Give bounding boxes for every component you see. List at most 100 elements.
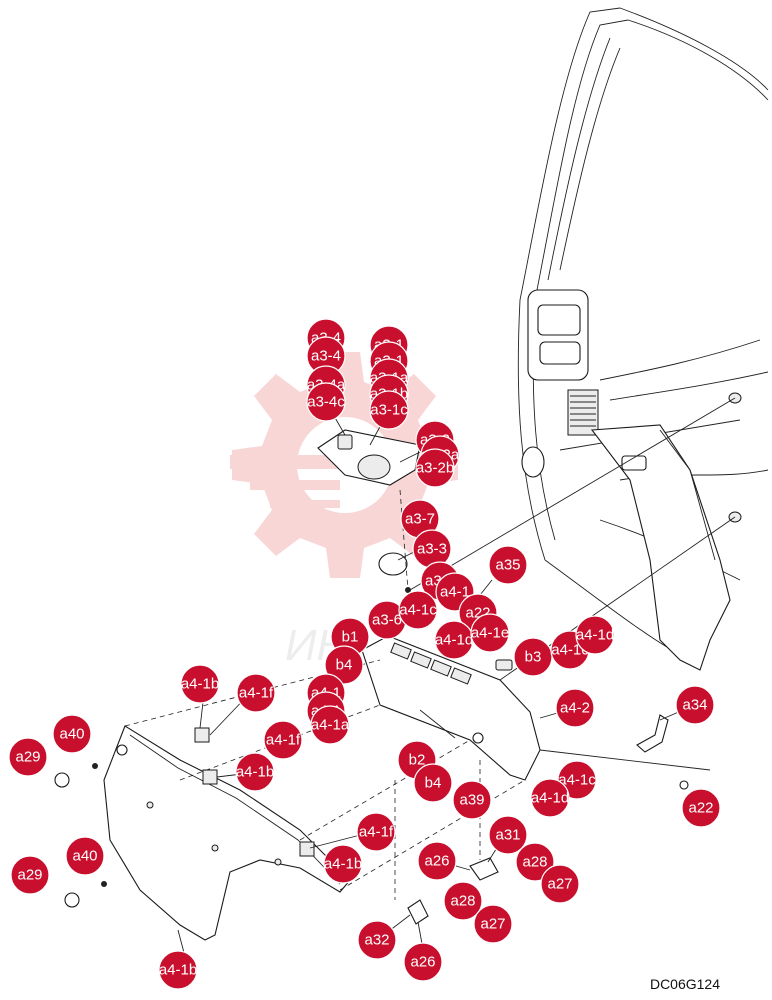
callout-marker [306, 382, 346, 422]
callout-marker [357, 920, 397, 960]
callout-a26[interactable]: a26 [403, 942, 443, 982]
callout-marker [530, 778, 570, 818]
callout-b4[interactable]: b4 [413, 763, 453, 803]
callout-a22[interactable]: a22 [681, 788, 721, 828]
callout-a4-1d[interactable]: a4-1d [530, 778, 570, 818]
callout-label: b3 [525, 649, 542, 666]
callout-marker [515, 842, 555, 882]
callout-a28[interactable]: a28 [443, 881, 483, 921]
callout-label: a4-1b [324, 856, 362, 873]
callout-marker [555, 688, 595, 728]
callout-label: a4-1f [239, 685, 274, 702]
callout-a3-6[interactable]: a3-6 [367, 600, 407, 640]
callout-label: a27 [547, 876, 572, 893]
callout-a4-1b[interactable]: a4-1b [323, 844, 363, 884]
callout-label: b4 [425, 775, 442, 792]
callout-a26[interactable]: a26 [417, 841, 457, 881]
callout-label: a29 [17, 867, 42, 884]
callout-marker [236, 673, 276, 713]
callout-a31[interactable]: a31 [488, 815, 528, 855]
callout-label: a28 [450, 893, 475, 910]
callout-label: a28 [522, 854, 547, 871]
callout-marker [263, 720, 303, 760]
callout-a4-1d[interactable]: a4-1d [575, 615, 615, 655]
callout-label: a4-2 [560, 700, 590, 717]
speaker-housing [527, 289, 589, 381]
callout-a3-1c[interactable]: a3-1c [369, 390, 409, 430]
callout-a40[interactable]: a40 [52, 714, 92, 754]
callout-label: a4-1 [440, 584, 470, 601]
callout-a40[interactable]: a40 [65, 836, 105, 876]
callout-marker [470, 613, 510, 653]
vent-grille [567, 389, 599, 436]
callout-marker [398, 590, 438, 630]
callout-label: a3-6 [372, 612, 402, 629]
callout-label: a4-1d [435, 632, 473, 649]
callout-marker [65, 836, 105, 876]
callout-label: a26 [410, 954, 435, 971]
callout-a4-1c[interactable]: a4-1c [398, 590, 438, 630]
callout-label: a29 [15, 749, 40, 766]
callout-label: a26 [424, 853, 449, 870]
callout-label: a34 [682, 697, 707, 714]
callout-a4-1e[interactable]: a4-1e [470, 613, 510, 653]
callout-label: a4-1e [471, 625, 509, 642]
callout-a27[interactable]: a27 [473, 904, 513, 944]
callout-marker [675, 685, 715, 725]
callout-a4-1b[interactable]: a4-1b [158, 950, 198, 990]
callout-a27[interactable]: a27 [540, 864, 580, 904]
small-parts [54, 714, 689, 925]
callout-a3-3[interactable]: a3-3 [412, 529, 452, 569]
callout-label: a39 [459, 792, 484, 809]
callout-a4-1b[interactable]: a4-1b [235, 752, 275, 792]
callout-label: a4-1b [181, 676, 219, 693]
switch-panel [317, 429, 421, 593]
callout-a4-1a[interactable]: a4-1a [310, 705, 350, 745]
callout-a4-1d[interactable]: a4-1d [434, 620, 474, 660]
callout-a29[interactable]: a29 [10, 855, 50, 895]
callout-marker [369, 390, 409, 430]
side-cover [103, 725, 351, 941]
callout-marker [324, 645, 364, 685]
callout-label: a3-4c [307, 394, 345, 411]
callout-b3[interactable]: b3 [513, 637, 553, 677]
callout-a4-1f[interactable]: a4-1f [263, 720, 303, 760]
callout-a32[interactable]: a32 [357, 920, 397, 960]
callout-marker [310, 705, 350, 745]
callout-a3-4[interactable]: a3-4 [306, 336, 346, 376]
callout-marker [413, 763, 453, 803]
callout-label: a22 [688, 800, 713, 817]
callout-label: a35 [495, 557, 520, 574]
callout-label: a40 [72, 848, 97, 865]
callout-a4-1f[interactable]: a4-1f [236, 673, 276, 713]
callout-marker [52, 714, 92, 754]
callout-a39[interactable]: a39 [452, 780, 492, 820]
callout-marker [10, 855, 50, 895]
callout-label: b1 [342, 629, 359, 646]
callout-marker [488, 545, 528, 585]
callout-marker [540, 864, 580, 904]
callout-marker [323, 844, 363, 884]
callout-label: a4-1d [576, 627, 614, 644]
callout-marker [681, 788, 721, 828]
callout-a4-1f[interactable]: a4-1f [356, 812, 396, 852]
console-tray [361, 635, 541, 781]
callout-a35[interactable]: a35 [488, 545, 528, 585]
callout-label: a4-1b [236, 764, 274, 781]
callout-marker [8, 737, 48, 777]
callout-a29[interactable]: a29 [8, 737, 48, 777]
callout-a3-4c[interactable]: a3-4c [306, 382, 346, 422]
callout-a4-1b[interactable]: a4-1b [180, 664, 220, 704]
callout-label: a4-1f [266, 732, 301, 749]
callout-label: a4-1c [558, 772, 596, 789]
callout-b4[interactable]: b4 [324, 645, 364, 685]
callout-label: b4 [336, 657, 353, 674]
callout-label: a4-1f [359, 824, 394, 841]
callout-label: a3-7 [405, 511, 435, 528]
callout-a28[interactable]: a28 [515, 842, 555, 882]
callout-a34[interactable]: a34 [675, 685, 715, 725]
callout-marker [417, 841, 457, 881]
callout-a3-2b[interactable]: a3-2b [415, 448, 455, 488]
callout-marker [415, 448, 455, 488]
callout-a4-2[interactable]: a4-2 [555, 688, 595, 728]
